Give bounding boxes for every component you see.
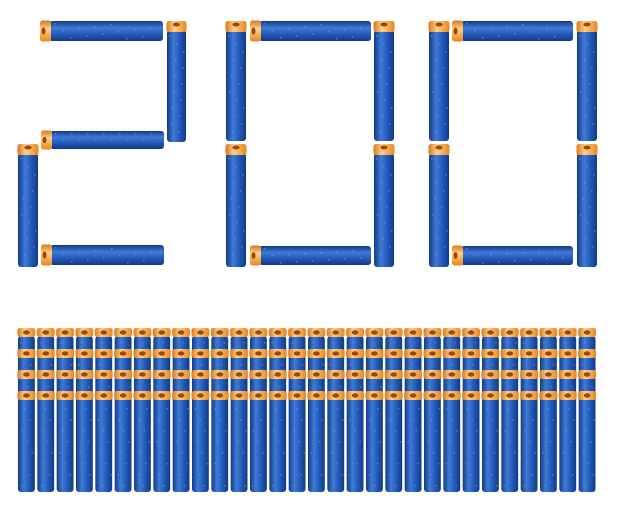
row-dart	[75, 328, 94, 492]
row-dart	[36, 328, 55, 492]
row-dart	[94, 328, 113, 492]
row-dart	[288, 328, 306, 492]
dart-0a-lower-left	[225, 144, 247, 267]
row-dart	[114, 328, 132, 492]
row-dart	[520, 328, 538, 492]
row-dart	[578, 328, 596, 492]
row-dart	[230, 328, 248, 492]
row-dart	[249, 328, 268, 492]
dart-2-top	[40, 20, 163, 42]
row-dart	[152, 328, 171, 492]
row-dart	[384, 328, 403, 492]
row-dart	[133, 328, 152, 492]
row-dart	[500, 328, 519, 492]
row-dart	[56, 328, 74, 492]
row-dart	[404, 328, 422, 492]
row-dart	[442, 328, 461, 492]
row-dart	[481, 328, 500, 492]
dart-2-bottom	[41, 244, 164, 266]
row-dart	[172, 328, 190, 492]
row-dart	[210, 328, 229, 492]
dart-row	[17, 328, 596, 492]
row-dart	[326, 328, 345, 492]
dart-2-lower-left	[17, 144, 39, 267]
number-200-made-of-darts	[17, 20, 598, 267]
row-dart	[462, 328, 480, 492]
row-dart	[307, 328, 326, 492]
dart-0b-lower-right	[576, 144, 598, 267]
row-dart	[423, 328, 442, 492]
row-dart	[365, 328, 384, 492]
row-dart	[17, 328, 36, 492]
dart-0b-upper-right	[576, 21, 598, 141]
row-dart	[346, 328, 364, 492]
dart-0b-lower-left	[428, 144, 450, 267]
row-dart	[191, 328, 210, 492]
dart-2-upper-right	[166, 21, 187, 142]
dart-2-middle	[41, 130, 164, 150]
dart-0a-upper-right	[373, 21, 395, 141]
row-dart	[558, 328, 577, 492]
dart-0a-bottom	[250, 245, 371, 266]
dart-0a-lower-right	[373, 144, 395, 267]
dart-0a-top	[250, 20, 371, 42]
dart-0b-upper-left	[428, 21, 450, 141]
row-dart	[268, 328, 287, 492]
row-dart	[539, 328, 558, 492]
dart-0a-upper-left	[225, 21, 247, 141]
dart-0b-top	[452, 20, 573, 42]
dart-0b-bottom	[452, 245, 573, 266]
